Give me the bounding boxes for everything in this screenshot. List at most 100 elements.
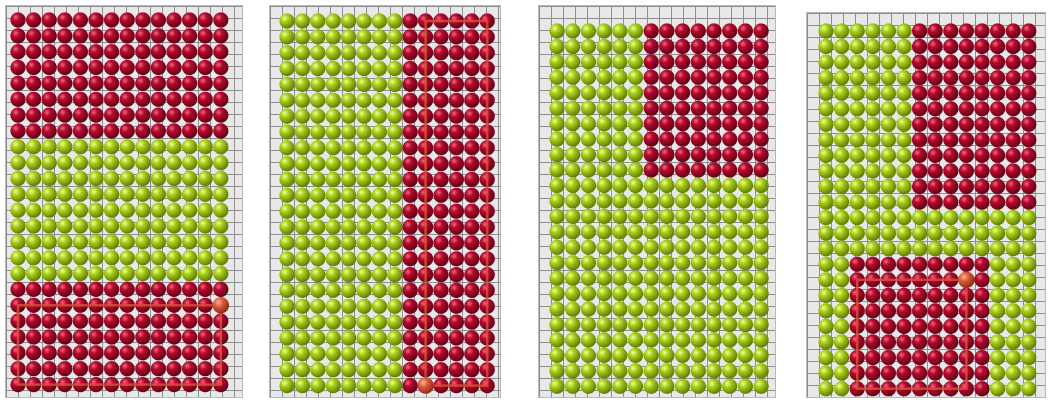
red-bead	[464, 77, 479, 92]
red-bead	[403, 283, 418, 298]
red-bead	[675, 54, 690, 69]
green-bead	[279, 219, 294, 234]
green-bead	[182, 250, 197, 265]
green-bead	[279, 315, 294, 330]
green-bead	[182, 155, 197, 170]
green-bead	[57, 155, 72, 170]
red-bead	[449, 330, 464, 345]
red-bead	[166, 123, 181, 138]
red-bead	[912, 350, 927, 365]
red-bead	[943, 334, 958, 349]
green-bead	[1006, 350, 1021, 365]
red-bead	[449, 45, 464, 60]
green-bead	[644, 255, 659, 270]
green-bead	[881, 39, 896, 54]
red-bead	[403, 124, 418, 139]
green-bead	[834, 257, 849, 272]
green-bead	[881, 179, 896, 194]
red-bead	[104, 345, 119, 360]
green-bead	[387, 172, 402, 187]
green-bead	[279, 109, 294, 124]
green-bead	[881, 195, 896, 210]
green-bead	[88, 155, 103, 170]
green-bead	[990, 334, 1005, 349]
green-bead	[372, 61, 387, 76]
red-bead	[959, 70, 974, 85]
red-bead	[464, 235, 479, 250]
green-bead	[959, 226, 974, 241]
green-bead	[834, 117, 849, 132]
red-bead	[675, 101, 690, 116]
green-bead	[612, 240, 627, 255]
green-bead	[326, 362, 341, 377]
green-bead	[612, 70, 627, 85]
green-bead	[834, 195, 849, 210]
green-bead	[549, 23, 564, 38]
red-bead	[928, 163, 943, 178]
green-bead	[151, 266, 166, 281]
red-bead	[912, 288, 927, 303]
red-bead	[943, 179, 958, 194]
red-bead	[151, 92, 166, 107]
red-bead	[449, 140, 464, 155]
green-bead	[279, 362, 294, 377]
green-bead	[279, 378, 294, 393]
red-bead	[433, 45, 448, 60]
green-bead	[834, 381, 849, 396]
green-bead	[834, 132, 849, 147]
red-bead	[943, 257, 958, 272]
green-bead	[182, 139, 197, 154]
red-bead	[706, 39, 721, 54]
red-bead	[433, 61, 448, 76]
red-bead	[449, 315, 464, 330]
red-bead	[722, 162, 737, 177]
green-bead	[896, 23, 911, 38]
red-bead	[88, 12, 103, 27]
green-bead	[166, 234, 181, 249]
red-bead	[881, 303, 896, 318]
red-bead	[403, 204, 418, 219]
red-bead	[464, 330, 479, 345]
red-bead	[912, 23, 927, 38]
green-bead	[295, 188, 310, 203]
green-bead	[628, 193, 643, 208]
red-bead	[166, 44, 181, 59]
red-bead	[896, 257, 911, 272]
green-bead	[387, 251, 402, 266]
red-bead	[943, 350, 958, 365]
green-bead	[691, 286, 706, 301]
red-bead	[198, 345, 213, 360]
green-bead	[549, 255, 564, 270]
green-bead	[295, 45, 310, 60]
green-bead	[644, 271, 659, 286]
green-bead	[1006, 210, 1021, 225]
red-bead	[881, 288, 896, 303]
green-bead	[896, 55, 911, 70]
red-bead	[706, 23, 721, 38]
red-bead	[959, 132, 974, 147]
green-bead	[754, 240, 769, 255]
red-bead	[928, 23, 943, 38]
green-bead	[279, 156, 294, 171]
red-bead	[928, 101, 943, 116]
green-bead	[341, 283, 356, 298]
green-bead	[279, 140, 294, 155]
green-bead	[295, 109, 310, 124]
green-bead	[372, 235, 387, 250]
red-bead	[974, 148, 989, 163]
red-bead	[691, 101, 706, 116]
green-bead	[597, 23, 612, 38]
green-bead	[691, 240, 706, 255]
green-bead	[73, 203, 88, 218]
green-bead	[295, 267, 310, 282]
red-bead	[42, 12, 57, 27]
green-bead	[213, 187, 228, 202]
green-bead	[1021, 319, 1036, 334]
red-bead	[198, 123, 213, 138]
green-bead	[612, 348, 627, 363]
red-bead	[974, 334, 989, 349]
red-bead	[644, 116, 659, 131]
green-bead	[42, 203, 57, 218]
green-bead	[326, 267, 341, 282]
green-bead	[722, 193, 737, 208]
